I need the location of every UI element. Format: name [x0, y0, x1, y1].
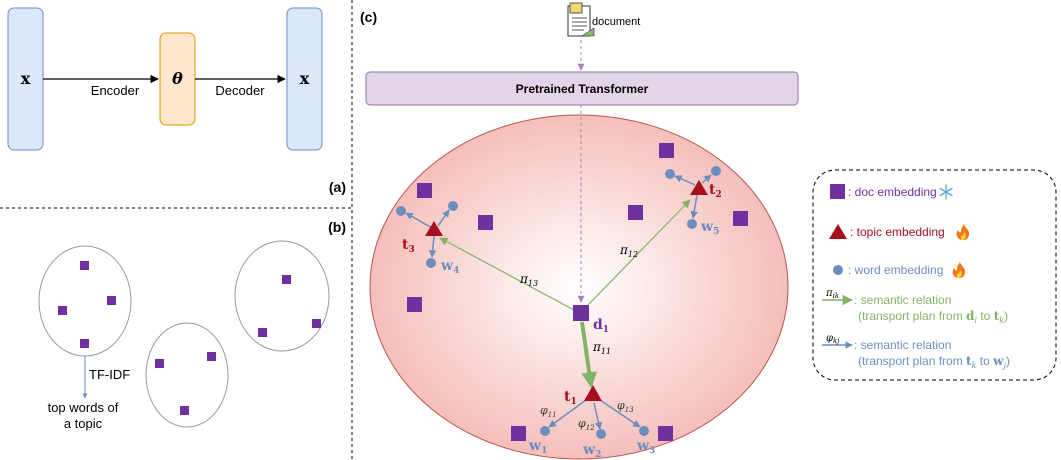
w4-dot: [426, 258, 436, 268]
doc-square: [733, 211, 748, 226]
phi12-label: φ12: [578, 417, 595, 432]
w2-label: w2: [582, 442, 601, 460]
panel-b-label: (b): [328, 219, 346, 235]
tfidf-label: TF-IDF: [89, 367, 130, 382]
legend-doc-text: : doc embedding: [848, 185, 937, 199]
latent-label: θ: [172, 69, 183, 88]
document-icon: [567, 2, 595, 37]
doc-square: [407, 297, 422, 312]
phi-arrow: [701, 174, 712, 184]
doc-square: [180, 406, 189, 415]
legend-word-text: : word embedding: [848, 263, 943, 277]
caption-line2: a topic: [64, 416, 103, 431]
t2-label: t2: [709, 182, 722, 200]
panel-c: (c) document Pretrained Transformer: [360, 2, 799, 460]
phi11-arrow: [548, 399, 587, 428]
panel-a-label: (a): [329, 179, 346, 195]
phi-arrow: [674, 175, 696, 186]
w3-label: w3: [636, 438, 655, 456]
fire-icon: [956, 224, 970, 240]
t3-label: t3: [402, 237, 415, 255]
output-box: [286, 7, 323, 151]
topic-space: [369, 114, 789, 460]
w1-dot: [540, 426, 550, 436]
cluster-ellipse: [234, 240, 330, 352]
legend-box: [812, 169, 1057, 381]
phi-arrow: [437, 209, 450, 227]
caption-line1: top words of: [48, 400, 119, 415]
legend-doc-square: [830, 184, 845, 199]
legend-phi-line1: : semantic relation: [854, 338, 951, 352]
transformer-label: Pretrained Transformer: [516, 82, 649, 96]
output-label: x: [300, 69, 310, 88]
legend-pi-line1: : semantic relation: [854, 293, 951, 307]
doc-square: [417, 183, 432, 198]
doc-square: [658, 426, 673, 441]
phi13-label: φ13: [617, 399, 634, 414]
legend-word-dot: [833, 265, 843, 275]
decoder-label: Decoder: [215, 83, 265, 98]
word-dot: [711, 166, 721, 176]
legend-pi-line2: (transport plan from di to tk): [858, 309, 1008, 325]
word-dot: [396, 206, 406, 216]
doc-square: [478, 215, 493, 230]
panel-a: x θ x Encoder Decoder (a): [7, 7, 346, 195]
pi13-label: π13: [519, 272, 538, 288]
t1-label: t1: [564, 389, 577, 407]
snowflake-icon: [939, 184, 953, 200]
pi11-label: π11: [592, 340, 611, 356]
encoder-label: Encoder: [91, 83, 140, 98]
w4-label: w4: [440, 258, 459, 276]
pi13-arrow: [439, 237, 575, 311]
transformer-box: [365, 71, 799, 106]
w3-dot: [639, 426, 649, 436]
word-dot: [665, 169, 675, 179]
doc-square: [312, 319, 321, 328]
doc-square: [628, 205, 643, 220]
doc-square: [80, 339, 89, 348]
d1-square: [573, 305, 589, 321]
legend-pi-symbol: πik: [825, 288, 839, 300]
doc-square: [155, 359, 164, 368]
t2-triangle: [690, 180, 708, 195]
phi11-label: φ11: [540, 404, 557, 419]
panel-c-label: (c): [360, 9, 377, 25]
pi11-arrow: [580, 321, 598, 389]
phi-arrow: [428, 235, 437, 258]
w1-label: w1: [528, 438, 547, 456]
w5-label: w5: [700, 219, 719, 237]
legend-phi-line2: (transport plan from tk to wj): [858, 354, 1010, 370]
doc-square: [58, 306, 67, 315]
w2-dot: [596, 429, 606, 439]
doc-square: [80, 261, 89, 270]
phi13-arrow: [599, 399, 641, 428]
phi12-arrow: [593, 402, 603, 430]
doc-square: [511, 426, 526, 441]
legend-topic-text: : topic embedding: [850, 225, 945, 239]
input-label: x: [21, 69, 31, 88]
fire-icon: [952, 262, 966, 278]
pi12-arrow: [587, 199, 691, 306]
w5-dot: [687, 219, 697, 229]
document-label: document: [592, 16, 640, 28]
t3-triangle: [425, 221, 443, 236]
legend: : doc embedding : topic embedding : word…: [812, 169, 1057, 381]
legend-phi-symbol: φkj: [826, 333, 840, 345]
d1-label: d1: [593, 317, 609, 335]
legend-topic-triangle: [829, 224, 847, 239]
phi-arrow: [690, 194, 698, 219]
word-dot: [448, 201, 458, 211]
phi-arrow: [405, 212, 433, 229]
doc-square: [659, 143, 674, 158]
panel-b: (b) TF-IDF top words of a topic: [38, 219, 346, 431]
doc-square: [282, 275, 291, 284]
cluster-ellipse: [145, 322, 229, 428]
t1-triangle: [584, 385, 602, 401]
doc-square: [207, 352, 216, 361]
pi12-label: π12: [619, 243, 638, 259]
doc-square: [258, 328, 267, 337]
doc-square: [107, 296, 116, 305]
